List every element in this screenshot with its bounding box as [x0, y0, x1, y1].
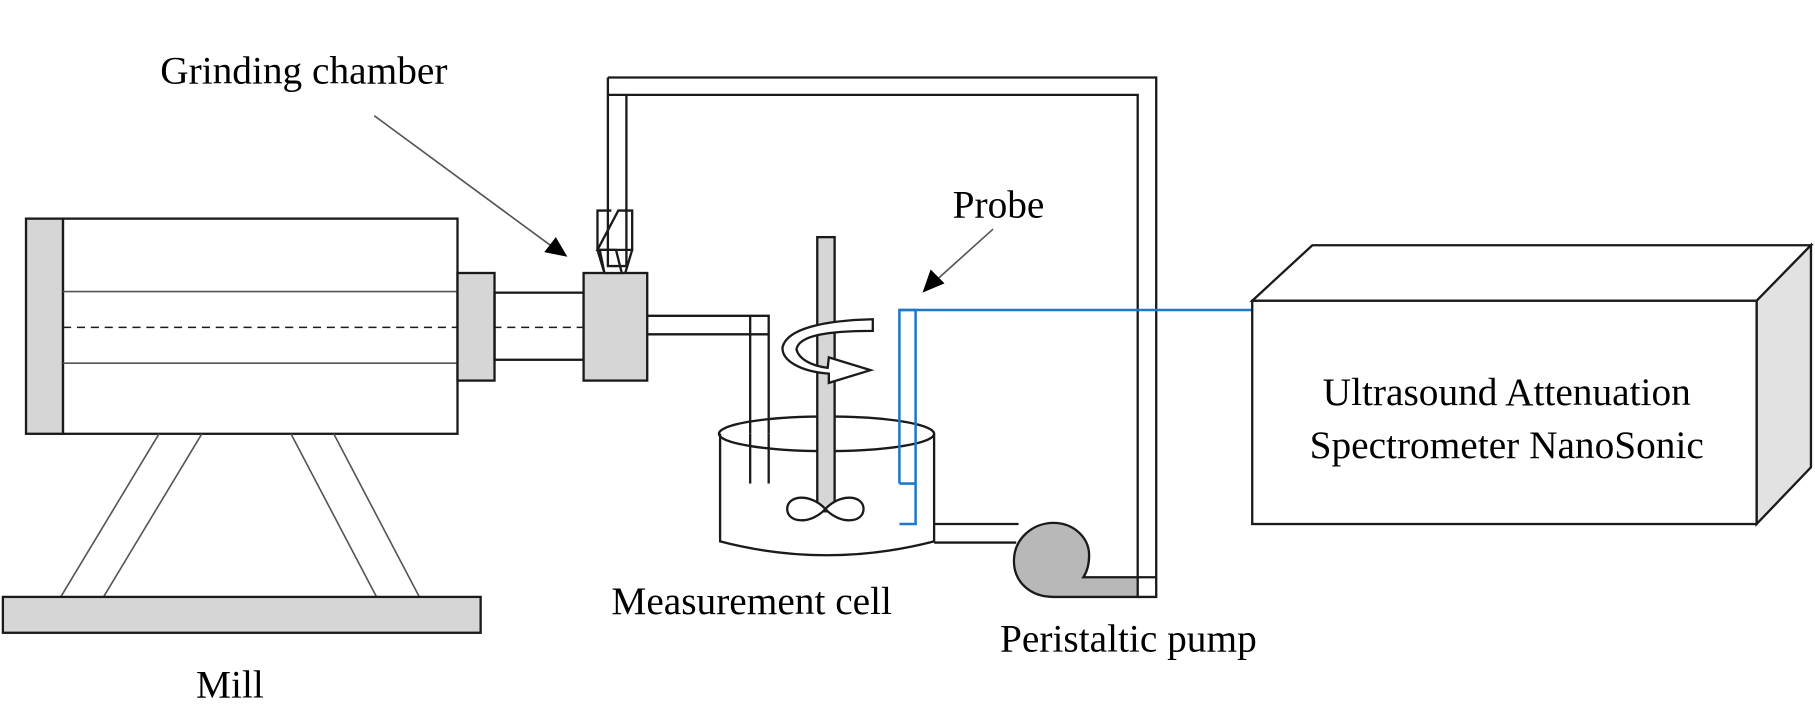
spectrometer-label-line2: Spectrometer NanoSonic — [1310, 423, 1704, 467]
mill-leg — [60, 433, 160, 598]
peristaltic-pump — [934, 521, 1139, 599]
return-pipe — [606, 76, 1158, 599]
peristaltic-pump-label: Peristaltic pump — [1000, 616, 1257, 660]
return-pipe-outer — [607, 76, 1158, 599]
pump-housing — [1012, 521, 1139, 599]
mill-leg — [333, 433, 421, 598]
outlet-pipe — [647, 314, 770, 484]
return-pipe-inner — [626, 93, 1139, 578]
probe-label: Probe — [953, 182, 1045, 226]
funnel-cone — [596, 249, 634, 274]
grinding-chamber-pointer — [373, 115, 554, 249]
spectrometer-label-line1: Ultrasound Attenuation — [1323, 370, 1691, 414]
mill — [1, 217, 585, 634]
return-pipe-down — [606, 77, 628, 268]
spectrometer-top — [1249, 244, 1814, 302]
probe-pointer — [934, 228, 994, 282]
mill-flange — [456, 271, 496, 382]
spectrometer: Ultrasound Attenuation Spectrometer Nano… — [1249, 242, 1814, 527]
rotation-arrow-icon — [781, 318, 875, 385]
grinding-chamber-body — [582, 271, 649, 382]
mill-body — [61, 217, 459, 435]
spectrometer-front — [1251, 299, 1758, 526]
pump-inlet-pipe — [934, 522, 1019, 544]
impeller — [786, 496, 865, 522]
probe-arrowhead-icon — [922, 269, 945, 293]
probe — [898, 308, 1253, 526]
grinding-chamber-arrowhead-icon — [544, 237, 568, 257]
mill-shaft — [493, 291, 585, 361]
mill-label: Mill — [196, 663, 264, 707]
grinding-chamber — [582, 209, 770, 484]
mill-base-plate — [1, 595, 482, 634]
mill-leg — [102, 433, 203, 598]
measurement-cell-label: Measurement cell — [611, 579, 892, 623]
mill-leg — [290, 433, 378, 598]
grinding-chamber-label: Grinding chamber — [160, 48, 447, 92]
mill-end-plate — [24, 217, 65, 435]
measurement-cell — [717, 235, 936, 557]
